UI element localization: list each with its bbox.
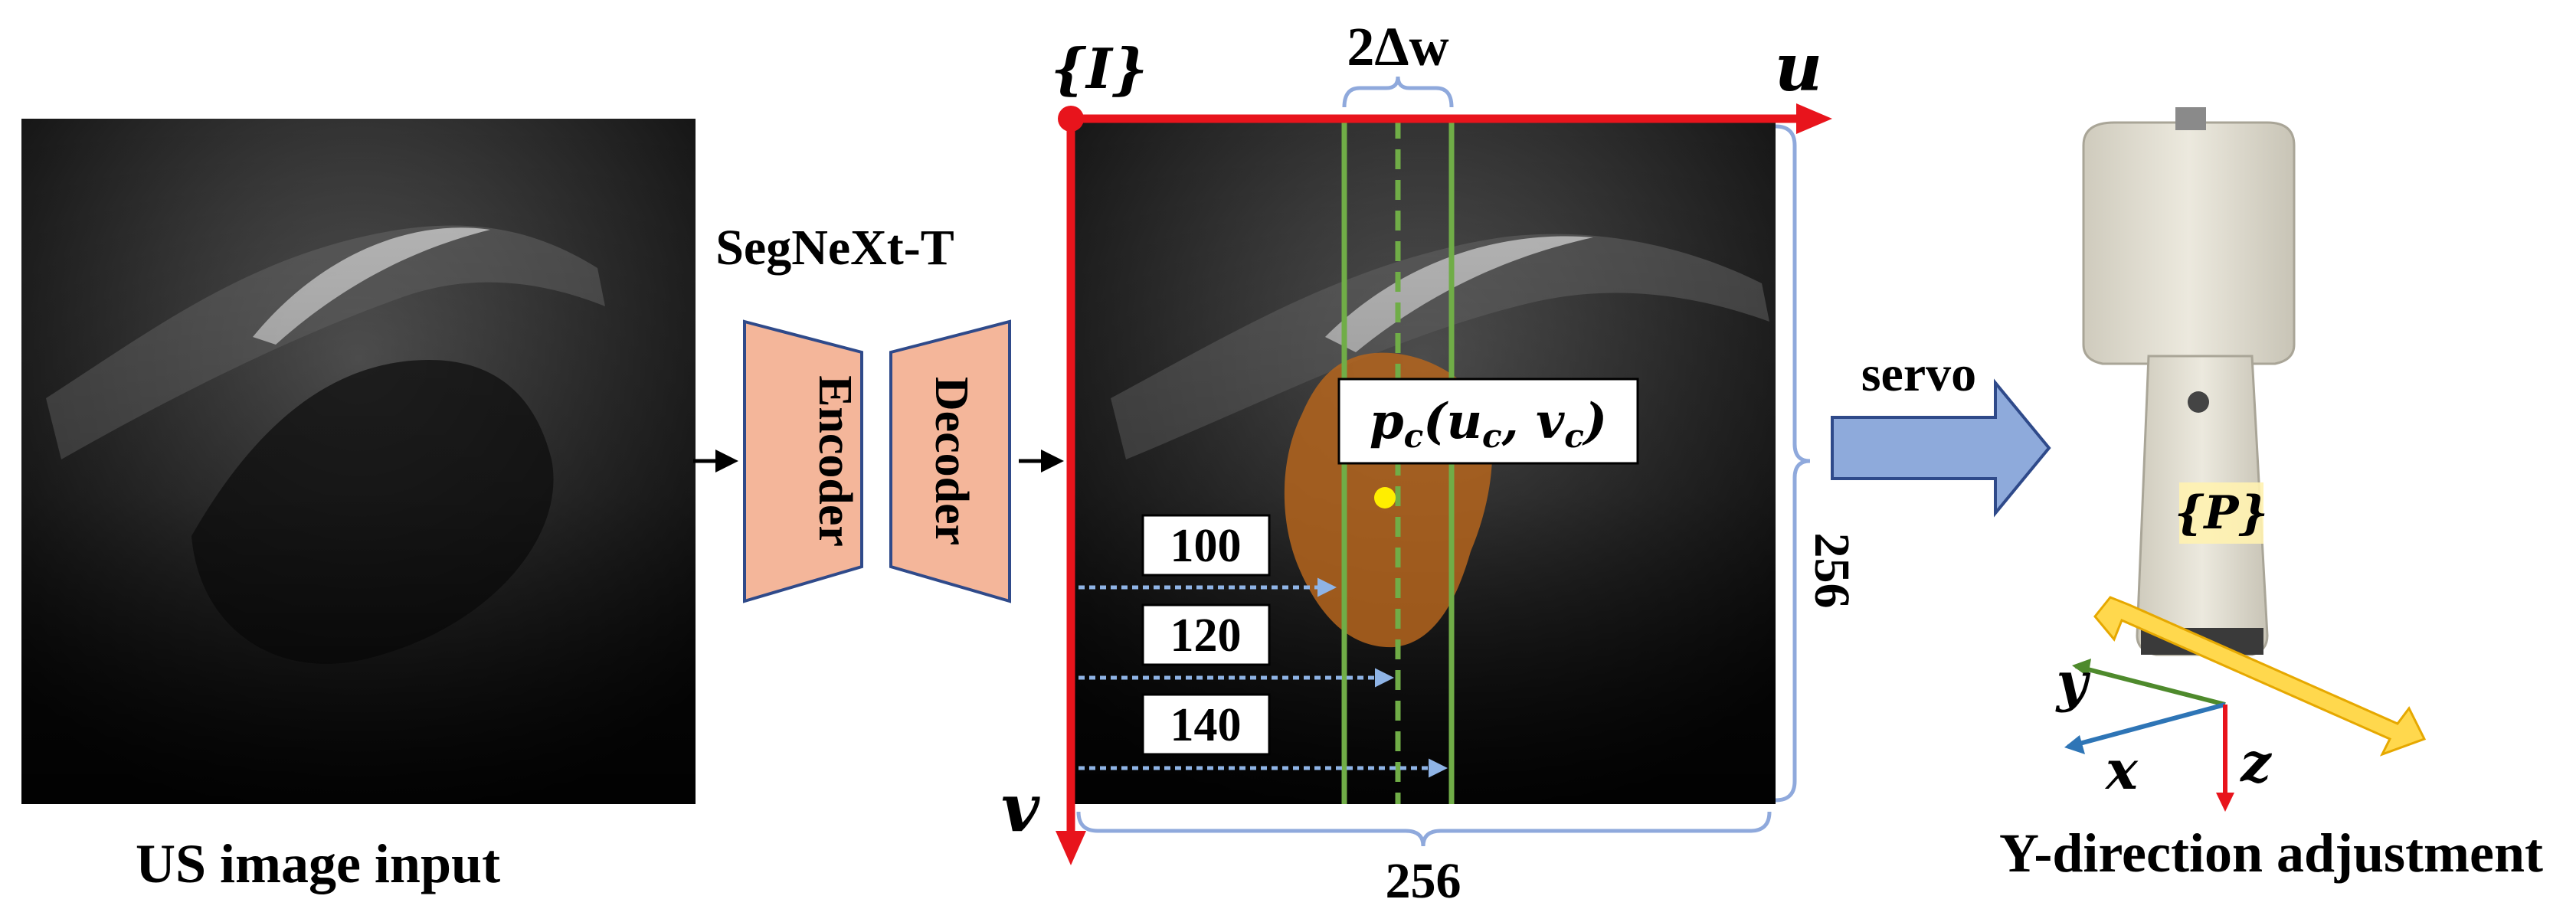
us-input-panel: US image input — [21, 119, 696, 894]
axis-y-arrow — [2075, 664, 2226, 707]
encoder-block — [743, 319, 863, 603]
svg-text:120: 120 — [1170, 610, 1242, 662]
svg-text:100: 100 — [1170, 520, 1242, 572]
probe-handle-top — [2082, 121, 2296, 365]
axis-x-arrow — [2067, 702, 2226, 749]
distance-marker-120: 120 — [1079, 603, 1394, 688]
probe-cable-mount — [2175, 107, 2206, 130]
encoder-label: Encoder — [809, 375, 861, 547]
probe-frame-label-box — [2179, 482, 2263, 544]
servo-label: servo — [1861, 346, 1976, 402]
distance-marker-100: 100 — [1079, 514, 1337, 597]
segnext-network: SegNeXt-T Encoder Decoder — [715, 220, 1011, 603]
origin-label: {I} — [1051, 36, 1147, 101]
centroid-label: pc(uc, vc) — [1370, 393, 1607, 455]
axis-u-label: u — [1775, 29, 1823, 106]
centroid-label-box — [1337, 378, 1639, 465]
axis-v-label: v — [1001, 770, 1040, 847]
width-bracket — [1076, 811, 1772, 847]
frame-origin — [1058, 106, 1084, 132]
centroid-point — [1374, 487, 1396, 508]
height-label: 256 — [1804, 533, 1860, 609]
probe-frame-label: {P} — [2175, 486, 2268, 540]
y-direction-arrow — [2093, 596, 2427, 757]
axis-z-label: z — [2239, 731, 2272, 794]
servo-arrow-group: servo — [1831, 346, 2051, 518]
height-bracket — [1775, 124, 1811, 803]
axis-y-label: y — [2055, 650, 2091, 714]
network-name: SegNeXt-T — [715, 220, 954, 276]
us-input-caption: US image input — [136, 833, 500, 894]
decoder-label: Decoder — [925, 377, 977, 545]
decoder-block — [889, 319, 1011, 603]
band-bracket — [1342, 76, 1454, 108]
band-width-label: 2Δw — [1347, 16, 1448, 77]
axis-x-label: x — [2104, 738, 2139, 802]
y-direction-caption: Y-direction adjustment — [1999, 822, 2543, 884]
probe-panel: {P} y x z Y-direction adjustment — [1999, 107, 2543, 884]
svg-text:140: 140 — [1170, 699, 1242, 751]
width-label: 256 — [1386, 853, 1461, 909]
axis-u-arrowhead — [1796, 103, 1832, 134]
probe-button — [2188, 391, 2209, 413]
distance-marker-140: 140 — [1079, 693, 1448, 778]
axis-v-arrowhead — [1056, 831, 1086, 865]
segmentation-frame: pc(uc, vc) 100 120 140 {I} u v 2Δw — [1001, 16, 1860, 909]
servo-arrow — [1831, 378, 2051, 518]
